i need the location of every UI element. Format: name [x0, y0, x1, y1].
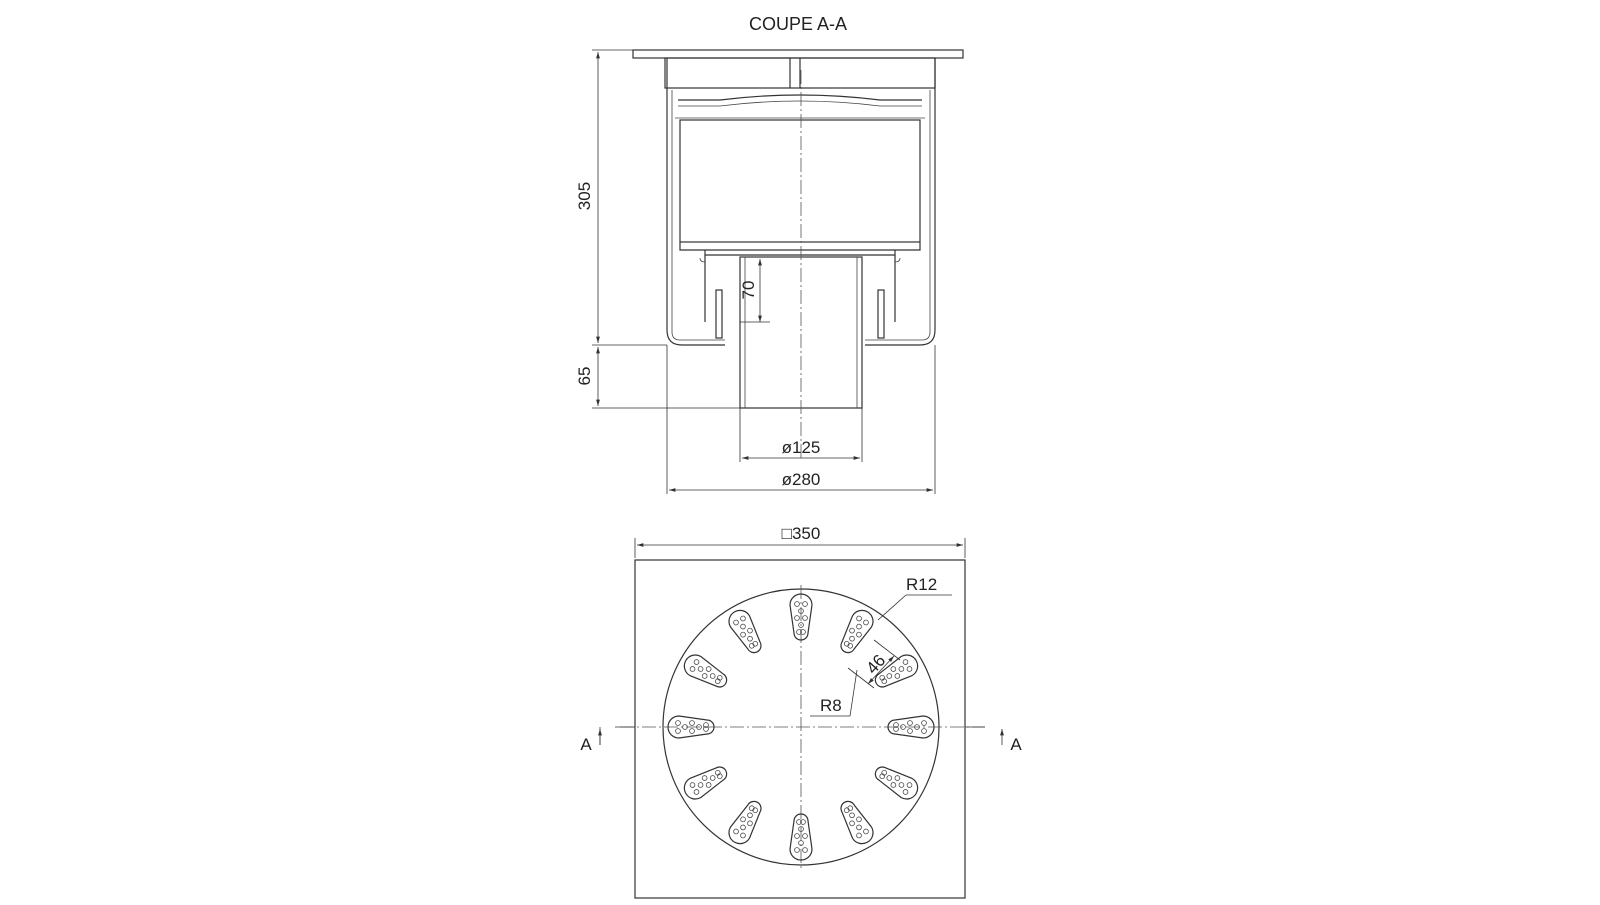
body-wall: [666, 58, 725, 346]
dim-outlet-length: 65: [575, 367, 594, 386]
dim-slot-outer-radius: R12: [906, 575, 937, 594]
square-frame: [634, 559, 966, 899]
dim-slot-inner-radius: R8: [820, 696, 842, 715]
perforated-basket: [679, 119, 921, 243]
basket-rim: [678, 94, 922, 101]
dim-overall-height: 305: [575, 182, 594, 210]
plan-view: □350 R12 46 R8 A A: [580, 524, 1022, 899]
grate-slot: [789, 813, 813, 861]
grate-slot: [887, 715, 935, 739]
section-title: COUPE A-A: [749, 14, 847, 34]
grate-slot: [683, 654, 728, 688]
grate-slot: [874, 766, 919, 800]
dim-outlet-diameter: ø125: [782, 438, 821, 457]
grate-slots: [667, 593, 935, 861]
grate-slot: [840, 609, 874, 654]
top-flange: [632, 49, 964, 59]
grate-slot: [667, 715, 715, 739]
grate-slot: [728, 800, 762, 845]
dim-frame-size: □350: [782, 524, 821, 543]
grate-slot: [840, 800, 874, 845]
dim-spigot-insertion: 70: [739, 281, 758, 300]
grate-slot: [789, 593, 813, 641]
grate-slot: [683, 766, 728, 800]
section-mark-left: A: [580, 735, 592, 754]
section-mark-right: A: [1010, 735, 1022, 754]
section-view: 305 65 70 ø125 ø280: [575, 49, 964, 494]
grate-slot: [728, 609, 762, 654]
dim-body-diameter: ø280: [782, 470, 821, 489]
dim-slot-length: 46: [863, 651, 890, 678]
